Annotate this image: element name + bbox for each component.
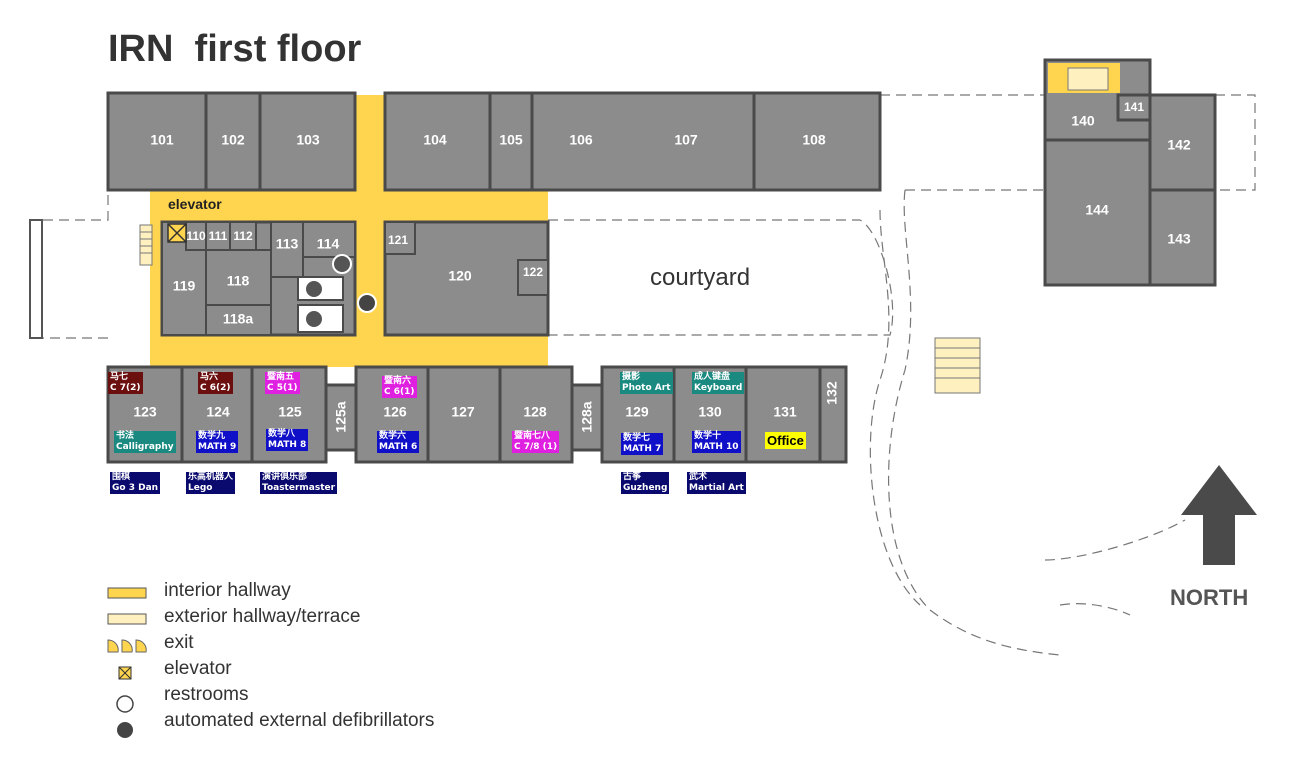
room-108: 108 [802, 132, 826, 148]
room-111: 111 [209, 229, 228, 243]
room-113: 113 [276, 236, 299, 252]
room-125: 125 [278, 404, 302, 420]
room-128: 128 [523, 404, 547, 420]
north-label: NORTH [1170, 585, 1249, 610]
restroom-icon [306, 311, 322, 327]
room-144: 144 [1085, 202, 1109, 218]
room-102: 102 [221, 132, 245, 148]
room-122: 122 [523, 265, 543, 279]
room-142: 142 [1167, 137, 1191, 153]
defibrillator-icon [117, 722, 133, 738]
elevator-label: elevator [168, 196, 222, 212]
west-terrace [29, 219, 43, 339]
map-title: IRN first floor [108, 28, 362, 70]
annex-stairs [1067, 67, 1109, 91]
room-103: 103 [296, 132, 320, 148]
legend-swatches [107, 587, 147, 738]
north-arrow-icon [1181, 465, 1257, 565]
west-stairs [139, 224, 153, 266]
restroom-icon [116, 695, 134, 713]
room-131: 131 [773, 404, 797, 420]
room-128a: 128a [579, 401, 595, 432]
exterior-walkways [40, 94, 1256, 656]
room-112: 112 [233, 229, 253, 243]
room-110: 110 [186, 229, 206, 243]
defibrillator-icon [357, 293, 377, 313]
room-140: 140 [1071, 113, 1095, 129]
north-rooms [106, 91, 882, 192]
room-124: 124 [206, 404, 230, 420]
room-132: 132 [824, 381, 840, 405]
room-105: 105 [499, 132, 523, 148]
room-127: 127 [451, 404, 475, 420]
restroom-men [297, 304, 344, 333]
room-118a: 118a [223, 311, 254, 327]
room-120: 120 [448, 268, 472, 284]
exit-icon [107, 639, 147, 653]
room-119: 119 [173, 278, 196, 294]
room-143: 143 [1167, 231, 1191, 247]
room-118: 118 [227, 273, 250, 289]
room-129: 129 [625, 404, 649, 420]
room-104: 104 [423, 132, 447, 148]
restroom-icon [306, 281, 322, 297]
room-114: 114 [317, 236, 340, 252]
restroom-icon [332, 254, 352, 274]
room-121: 121 [388, 233, 408, 247]
room-123: 123 [133, 404, 157, 420]
room-125a: 125a [333, 401, 349, 432]
interior-hallway-swatch [107, 587, 147, 599]
room-126: 126 [383, 404, 407, 420]
courtyard-label: courtyard [650, 264, 751, 291]
room-numbers: 101 102 103 104 105 106 107 108 110 111 … [133, 100, 1191, 432]
exterior-hallway-swatch [107, 613, 147, 625]
east-annex [1043, 58, 1217, 287]
room-107: 107 [674, 132, 698, 148]
office-label: Office [765, 432, 806, 449]
room-130: 130 [698, 404, 722, 420]
room-106: 106 [569, 132, 593, 148]
central-subrooms [161, 221, 549, 336]
room-141: 141 [1124, 100, 1144, 114]
east-stairs [934, 337, 981, 394]
room-101: 101 [150, 132, 174, 148]
